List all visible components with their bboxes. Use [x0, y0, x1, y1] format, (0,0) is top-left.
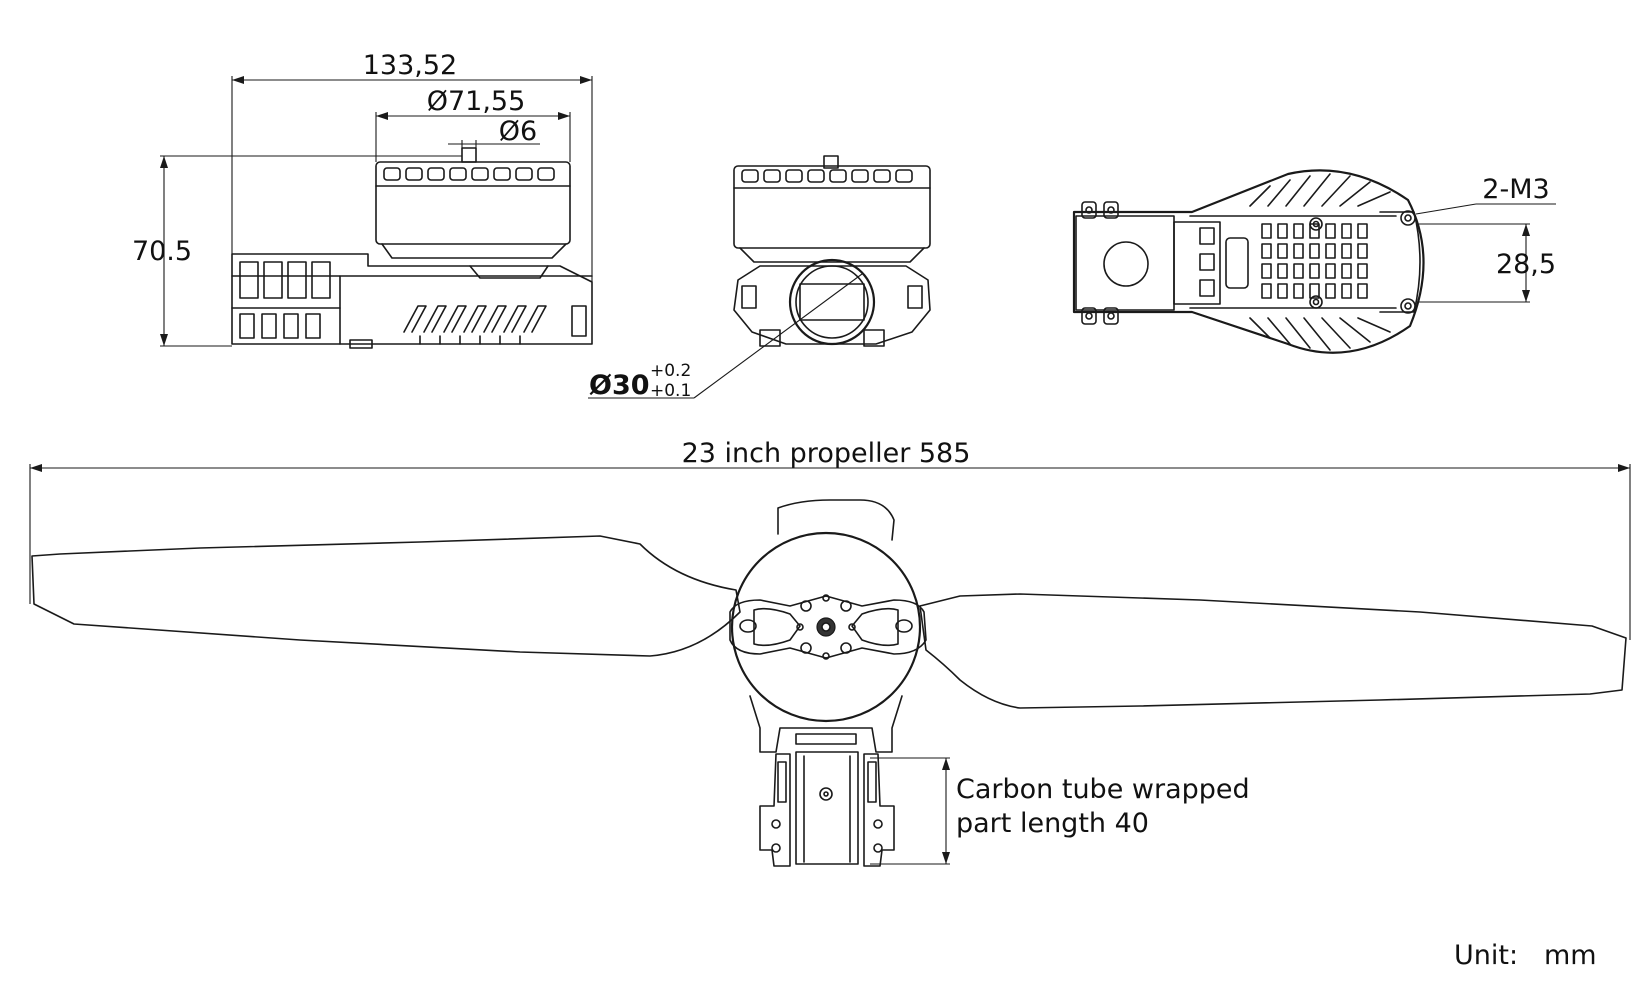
shaft-diameter-dim: Ø6: [499, 116, 537, 147]
mount-screws-label: 2-M3: [1482, 174, 1549, 205]
carbon-tube-label-line1: Carbon tube wrapped: [956, 774, 1250, 805]
tube-tolerance-upper: +0.2: [650, 361, 691, 381]
propeller-dim: 23 inch propeller 585: [682, 438, 971, 469]
side-view: 133,52 Ø71,55 Ø6 70.5: [132, 50, 593, 349]
vent-grid: [1261, 223, 1368, 299]
front-view: Ø30 +0.2 +0.1: [588, 155, 931, 401]
tube-tolerance-lower: +0.1: [650, 381, 691, 401]
bottom-view: 2-M3 28,5: [1072, 169, 1556, 354]
overall-length-dim: 133,52: [363, 50, 457, 81]
height-dim: 70.5: [132, 236, 192, 267]
rotor-diameter-dim: Ø71,55: [427, 86, 526, 117]
mount-spacing-dim: 28,5: [1496, 249, 1556, 280]
right-blade: [919, 593, 1627, 709]
left-blade: [31, 535, 741, 657]
unit-label: Unit:: [1454, 940, 1518, 971]
carbon-tube-label-line2: part length 40: [956, 808, 1149, 839]
propeller-view: 23 inch propeller 585: [29, 438, 1631, 867]
unit-value: mm: [1544, 940, 1597, 971]
tube-diameter-dim: Ø30: [589, 370, 650, 401]
